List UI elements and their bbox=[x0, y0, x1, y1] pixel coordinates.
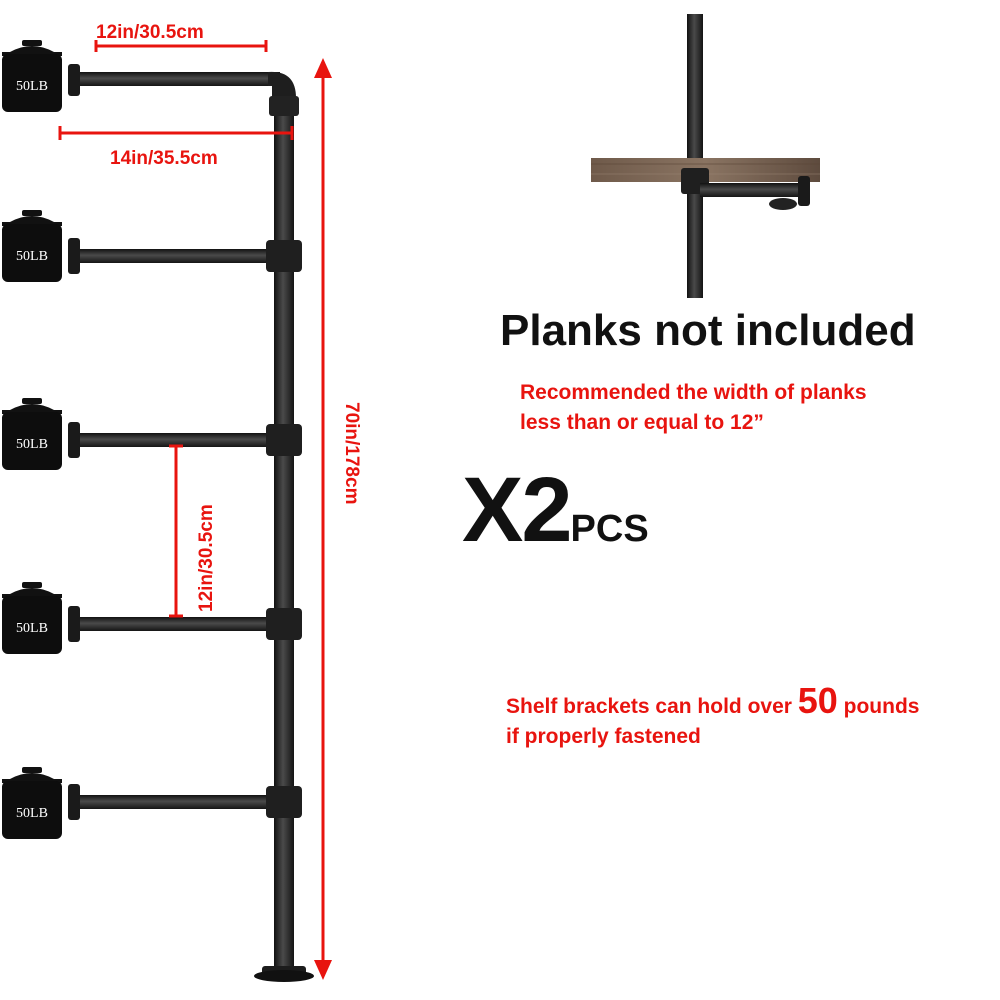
weight-label: 50LB bbox=[16, 249, 48, 264]
planks-heading: Planks not included bbox=[500, 306, 916, 355]
dimension-top-arm: 12in/30.5cm bbox=[94, 22, 268, 52]
plank-recommendation-line2: less than or equal to 12” bbox=[520, 411, 764, 434]
arm-3 bbox=[68, 422, 302, 458]
dimension-arm-spacing: 12in/30.5cm bbox=[169, 444, 217, 618]
dimension-total-height: 70in/178cm bbox=[314, 58, 362, 980]
vertical-pipe bbox=[254, 92, 314, 982]
weight-label: 50LB bbox=[16, 79, 48, 94]
capacity-number: 50 bbox=[797, 680, 838, 721]
weight-icon-1: 50LB bbox=[2, 40, 62, 112]
quantity-unit: PCS bbox=[570, 508, 649, 550]
plank-illustration bbox=[591, 14, 820, 298]
weight-label: 50LB bbox=[16, 806, 48, 821]
plank-recommendation: Recommended the width of planks less tha… bbox=[520, 378, 867, 438]
capacity-text: Shelf brackets can hold over bbox=[506, 695, 798, 718]
weight-label: 50LB bbox=[16, 437, 48, 452]
dimension-flange-to-pipe: 14in/35.5cm bbox=[58, 126, 294, 169]
arm-5 bbox=[68, 784, 302, 820]
quantity-prefix: X2 bbox=[462, 459, 573, 561]
weight-icon-4: 50LB bbox=[2, 582, 62, 654]
capacity-line2: if properly fastened bbox=[506, 725, 701, 748]
quantity-label: X2PCS bbox=[462, 458, 649, 563]
dimension-label: 12in/30.5cm bbox=[96, 22, 204, 43]
wall-flange bbox=[68, 64, 80, 96]
plank-recommendation-line1: Recommended the width of planks bbox=[520, 381, 867, 404]
weight-label: 50LB bbox=[16, 621, 48, 636]
dimension-label: 70in/178cm bbox=[341, 402, 362, 504]
weight-icon-2: 50LB bbox=[2, 210, 62, 282]
top-elbow-arm bbox=[68, 64, 299, 116]
arm-4 bbox=[68, 606, 302, 642]
dimension-label: 14in/35.5cm bbox=[110, 148, 218, 169]
capacity-note: Shelf brackets can hold over 50 pounds i… bbox=[506, 683, 920, 752]
capacity-line1: Shelf brackets can hold over 50 pounds bbox=[506, 683, 920, 722]
capacity-unit: pounds bbox=[837, 695, 920, 718]
weight-icon-3: 50LB bbox=[2, 398, 62, 470]
weight-icon-5: 50LB bbox=[2, 767, 62, 839]
dimension-label: 12in/30.5cm bbox=[196, 504, 217, 612]
arm-2 bbox=[68, 238, 302, 274]
